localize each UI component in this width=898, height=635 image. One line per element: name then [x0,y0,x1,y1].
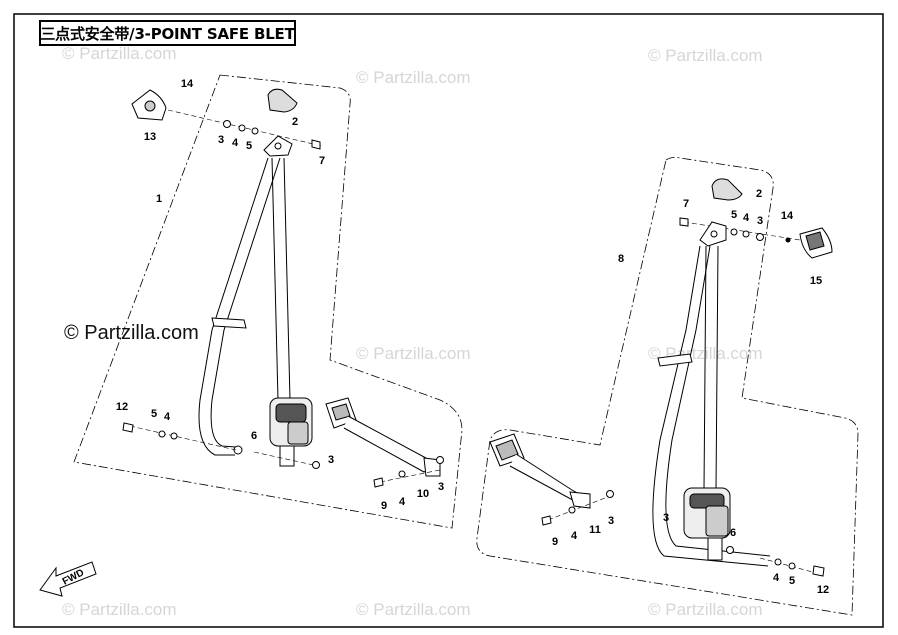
callout-4[interactable]: 4 [772,572,780,584]
callout-9[interactable]: 9 [551,536,559,548]
retractor [269,397,313,467]
callout-3[interactable]: 3 [662,512,670,524]
callout-4[interactable]: 4 [570,530,578,542]
callout-3[interactable]: 3 [607,515,615,527]
callout-4[interactable]: 4 [231,137,239,149]
callout-3[interactable]: 3 [327,454,335,466]
watermark: © Partzilla.com [356,344,471,363]
watermark-main: © Partzilla.com [64,322,199,344]
callout-8[interactable]: 8 [617,253,625,265]
callout-5[interactable]: 5 [245,140,253,152]
callout-15[interactable]: 15 [809,275,823,287]
callout-7[interactable]: 7 [318,155,326,167]
callout-5[interactable]: 5 [150,408,158,420]
watermark: © Partzilla.com [356,68,471,87]
callout-4[interactable]: 4 [742,212,750,224]
callout-3[interactable]: 3 [756,215,764,227]
watermark: © Partzilla.com [62,44,177,63]
callout-10[interactable]: 10 [416,488,430,500]
callout-9[interactable]: 9 [380,500,388,512]
callout-12[interactable]: 12 [115,401,129,413]
upper-anchor-cover [131,89,167,121]
callout-7[interactable]: 7 [682,198,690,210]
seat-belt-buckle [325,397,441,477]
callout-2[interactable]: 2 [755,188,763,200]
watermark: © Partzilla.com [356,600,471,619]
callout-2[interactable]: 2 [291,116,299,128]
callout-11[interactable]: 11 [589,524,601,536]
watermark: © Partzilla.com [62,600,177,619]
callout-3[interactable]: 3 [437,481,445,493]
anchor-cap [267,88,298,113]
callout-6[interactable]: 6 [250,430,258,442]
callout-6[interactable]: 6 [729,527,737,539]
callout-5[interactable]: 5 [788,575,796,587]
watermark: © Partzilla.com [648,600,763,619]
watermark: © Partzilla.com [648,46,763,65]
callout-5[interactable]: 5 [730,209,738,221]
callout-3[interactable]: 3 [217,134,225,146]
callout-4[interactable]: 4 [163,411,171,423]
callout-14[interactable]: 14 [180,78,194,90]
callout-4[interactable]: 4 [398,496,406,508]
callout-14[interactable]: 14 [780,210,794,222]
callout-13[interactable]: 13 [143,131,157,143]
diagram-title: 三点式安全带/3-POINT SAFE BLET [39,20,296,46]
callout-12[interactable]: 12 [816,584,830,596]
callout-1[interactable]: 1 [155,193,163,205]
